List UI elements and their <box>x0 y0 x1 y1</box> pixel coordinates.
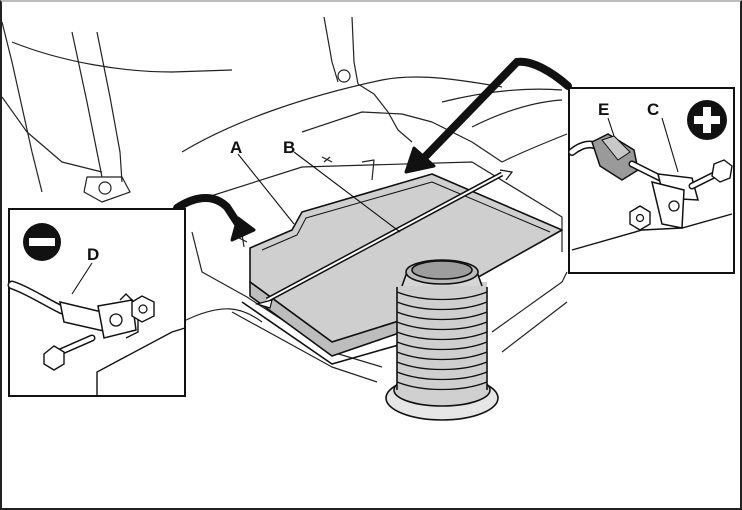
callout-a: A <box>230 138 242 157</box>
hold-down-bar <box>254 169 514 309</box>
inset-positive-terminal: E C <box>568 87 735 274</box>
engine-bay-background <box>2 16 568 383</box>
positive-symbol-icon <box>687 100 727 140</box>
negative-symbol-icon <box>23 223 61 261</box>
arrow-to-negative-terminal <box>173 194 256 242</box>
callout-b: B <box>283 138 295 157</box>
callout-e: E <box>598 100 609 119</box>
leader-lines <box>237 151 401 233</box>
callout-c: C <box>647 100 659 119</box>
battery <box>241 173 563 365</box>
callout-d: D <box>87 245 99 264</box>
rubber-bellows <box>385 259 499 421</box>
inset-negative-terminal: D <box>7 208 186 397</box>
arrow-to-positive-terminal <box>404 57 572 174</box>
